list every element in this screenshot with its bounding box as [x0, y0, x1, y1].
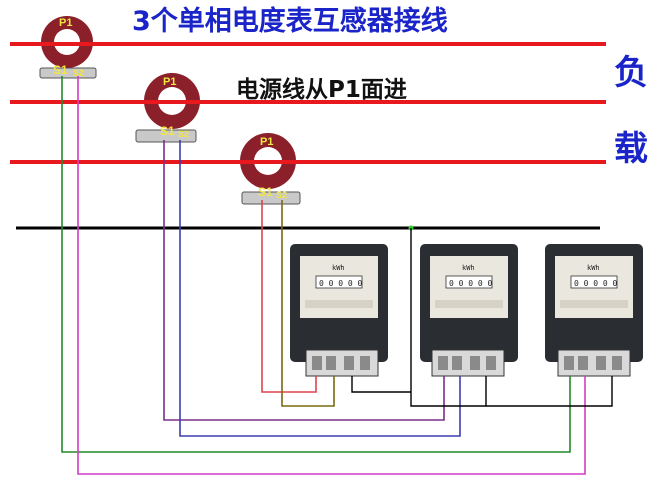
wire-neutral-meter-1	[351, 376, 411, 393]
meter-counter-digits: 0 0 0 0 0	[319, 279, 363, 288]
energy-meter-3: 0 0 0 0 0 kWh	[545, 244, 643, 377]
meter-kwh-label: kWh	[332, 264, 345, 272]
ct-s1-label: S1	[53, 63, 68, 77]
wire-ct1-s1	[61, 76, 571, 453]
wire-ct2-s1	[163, 140, 445, 421]
meter-terminal	[360, 356, 370, 370]
meter-terminal	[470, 356, 480, 370]
ct-p1-label: P1	[59, 17, 72, 29]
meter-terminal	[612, 356, 622, 370]
meter-nameplate	[305, 300, 373, 308]
load-label-char-1: 负	[614, 53, 648, 93]
meter-terminal	[326, 356, 336, 370]
meter-terminal	[452, 356, 462, 370]
ct-s2-label: S2	[178, 129, 189, 139]
energy-meter-1: 0 0 0 0 0 kWh	[290, 244, 388, 377]
meter-terminal	[578, 356, 588, 370]
ct-bracket	[39, 67, 97, 79]
wire-neutral-meter-2	[410, 376, 487, 407]
meter-kwh-label: kWh	[462, 264, 475, 272]
current-transformer-1: P1 S1 S2	[39, 16, 97, 79]
ct-p1-label: P1	[260, 136, 273, 148]
meter-terminal	[596, 356, 606, 370]
meter-nameplate	[560, 300, 628, 308]
current-transformer-2: P1 S1 S2	[135, 73, 200, 143]
caption-text: 电源线从P1面进	[236, 76, 407, 103]
meter-terminal	[486, 356, 496, 370]
meter-kwh-label: kWh	[587, 264, 600, 272]
wire-ct3-s1	[261, 200, 317, 393]
meter-terminal	[312, 356, 322, 370]
meter-counter	[570, 275, 618, 289]
ct-s2-label: S2	[276, 190, 287, 200]
ct-bracket	[241, 191, 301, 205]
meter-counter-digits: 0 0 0 0 0	[449, 279, 493, 288]
ct-s2-label: S2	[73, 68, 84, 78]
meter-counter	[315, 275, 363, 289]
ct-s1-label: S1	[258, 185, 273, 199]
current-transformer-3: P1 S1 S2	[240, 133, 301, 205]
ct-bracket	[135, 129, 197, 143]
ct-s1-label: S1	[160, 124, 175, 138]
meter-nameplate	[435, 300, 503, 308]
meter-counter-digits: 0 0 0 0 0	[574, 279, 618, 288]
ct-p1-label: P1	[163, 76, 176, 88]
meter-terminal	[344, 356, 354, 370]
wire-ct1-s2	[77, 76, 586, 475]
energy-meter-2: 0 0 0 0 0 kWh	[420, 244, 518, 377]
meter-terminal	[564, 356, 574, 370]
wire-ct3-s2	[281, 200, 335, 407]
meter-terminal	[438, 356, 448, 370]
diagram-title: 3个单相电度表互感器接线	[132, 5, 448, 37]
load-label-char-2: 载	[614, 129, 648, 169]
meter-counter	[445, 275, 493, 289]
wire-neutral-meter-3	[486, 376, 613, 407]
